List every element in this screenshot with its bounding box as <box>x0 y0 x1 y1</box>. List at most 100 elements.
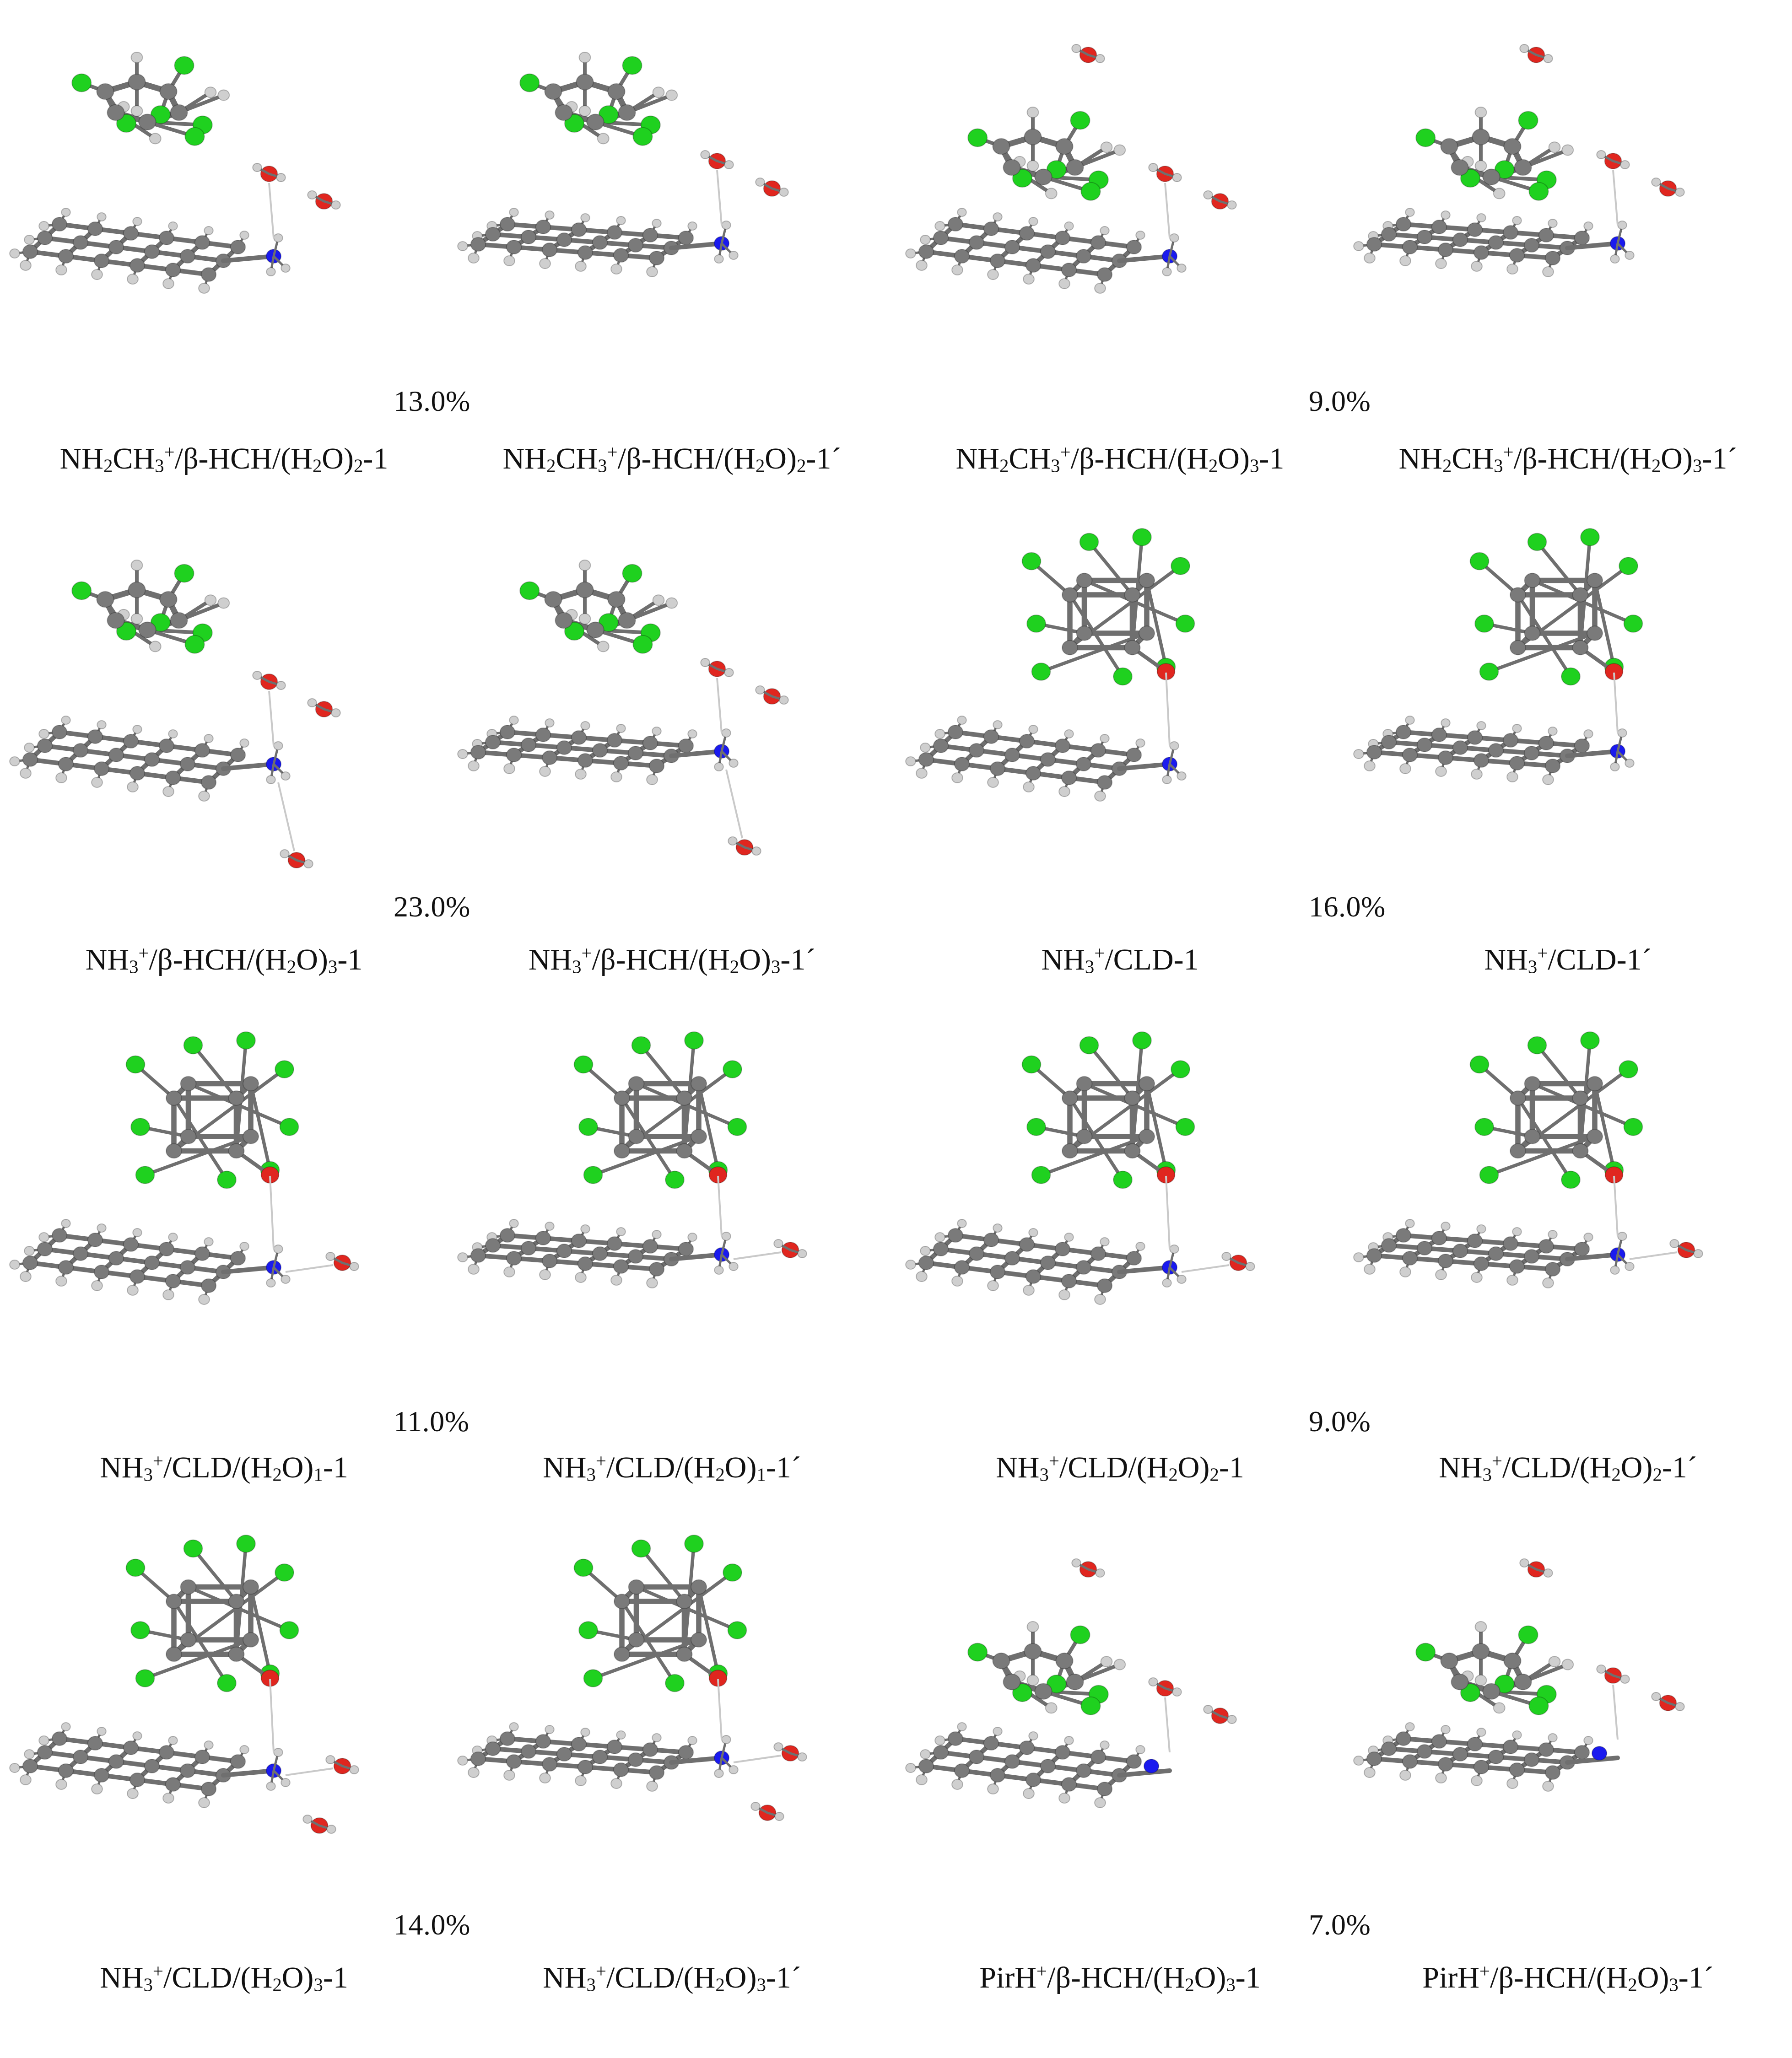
carbon-atom <box>180 1129 197 1144</box>
caption-part-charge: + <box>1060 442 1071 463</box>
hydrogen-atom <box>714 1266 724 1275</box>
hydrogen-atom <box>1095 1568 1105 1578</box>
caption-part-pre: NH <box>85 943 129 976</box>
hydrogen-atom <box>1583 1233 1593 1242</box>
carbon-atom <box>1473 1760 1490 1774</box>
caption-part-d: 3 <box>328 956 338 977</box>
hydrogen-atom <box>755 178 765 187</box>
hydrogen-atom <box>951 772 963 783</box>
bond <box>697 1082 720 1172</box>
carbon-atom <box>1019 734 1035 749</box>
chlorine-atom <box>665 1170 685 1189</box>
hydrogen-atom <box>652 594 665 606</box>
chlorine-atom <box>184 127 205 146</box>
chlorine-atom <box>1479 663 1499 681</box>
carbon-atom <box>586 621 605 638</box>
caption-part-charge: + <box>1479 1961 1490 1982</box>
carbon-atom <box>535 727 551 742</box>
caption-part-charge: + <box>138 943 149 964</box>
caption-part-charge: + <box>152 1961 163 1982</box>
chlorine-atom <box>279 1621 299 1639</box>
structure-panel <box>1344 1020 1792 1373</box>
carbon-atom <box>520 1744 537 1759</box>
hydrogen-atom <box>610 1275 622 1286</box>
population-percentage: 7.0% <box>1309 1908 1371 1941</box>
carbon-atom <box>1509 248 1525 263</box>
chlorine-atom <box>564 622 585 641</box>
carbon-atom <box>676 1143 693 1159</box>
hydrogen-atom <box>1474 107 1487 119</box>
bond <box>1530 578 1635 625</box>
hydrogen-atom <box>1058 278 1070 289</box>
carbon-atom <box>58 1763 74 1778</box>
hydrogen-atom <box>276 173 286 182</box>
hydrogen-atom <box>1026 160 1039 172</box>
carbon-atom <box>51 725 68 739</box>
carbon-atom <box>1025 766 1042 781</box>
bond <box>1487 631 1597 673</box>
carbon-atom <box>58 1260 74 1275</box>
caption-part-c: 2 <box>1185 1974 1194 1995</box>
hydrogen-atom <box>1135 738 1145 748</box>
hydrogen-atom <box>1071 44 1081 53</box>
carbon-atom <box>93 1265 110 1279</box>
carbon-atom <box>918 752 934 767</box>
hydrogen-atom <box>920 1749 931 1759</box>
hydrogen-atom <box>1045 1702 1058 1714</box>
nitrogen-atom <box>1143 1759 1160 1773</box>
hydrogen-atom <box>1548 219 1558 228</box>
hydrogen-atom <box>1610 254 1620 264</box>
carbon-atom <box>1544 251 1561 265</box>
bond <box>1087 540 1134 597</box>
hydrogen-atom <box>1405 1219 1415 1228</box>
bond <box>186 1585 291 1632</box>
carbon-atom <box>1509 1090 1527 1106</box>
hydrogen-atom <box>616 1730 626 1740</box>
hydrogen-atom <box>916 1774 928 1785</box>
hydrogen-atom <box>97 212 107 221</box>
carbon-atom <box>1019 226 1035 241</box>
chlorine-atom <box>632 635 653 654</box>
carbon-atom <box>485 735 501 749</box>
hydrogen-atom <box>1441 210 1451 220</box>
carbon-atom <box>613 1762 629 1777</box>
hydrogen-atom <box>714 762 724 771</box>
chlorine-atom <box>1469 552 1490 571</box>
carbon-atom <box>51 217 68 232</box>
carbon-atom <box>72 1246 89 1261</box>
chlorine-atom <box>1580 1031 1600 1050</box>
caption-part-end: O) <box>1620 1451 1653 1484</box>
carbon-atom <box>37 231 53 245</box>
structure-caption: NH3+/CLD-1´ <box>1344 943 1792 977</box>
hydrogen-atom <box>652 1230 662 1239</box>
carbon-atom <box>51 1228 68 1243</box>
carbon-atom <box>158 738 175 753</box>
caption-part-tail: -1´ <box>806 442 842 475</box>
hydrogen-atom <box>91 269 103 280</box>
hydrogen-atom <box>266 1782 276 1791</box>
chlorine-atom <box>275 1060 294 1078</box>
hydrogen-atom <box>578 613 591 625</box>
carbon-atom <box>1509 1143 1527 1159</box>
chlorine-atom <box>279 1118 299 1136</box>
hydrogen-atom <box>97 1223 107 1233</box>
carbon-atom <box>544 591 562 608</box>
hydrogen-atom <box>457 1252 468 1262</box>
chlorine-atom <box>184 635 205 654</box>
carbon-atom <box>1054 738 1071 753</box>
hydrogen-atom <box>1028 1228 1038 1237</box>
caption-part-post: /β-HCH/(H <box>617 442 756 475</box>
carbon-atom <box>1126 240 1142 254</box>
carbon-atom <box>144 244 160 259</box>
carbon-atom <box>954 249 970 264</box>
caption-part-charge: + <box>595 1961 606 1982</box>
hydrogen-atom <box>1625 759 1635 768</box>
molecule-drawing <box>9 560 341 868</box>
carbon-atom <box>22 1759 38 1773</box>
carbon-atom <box>1472 129 1490 145</box>
hydrogen-atom <box>1476 1224 1486 1234</box>
bond <box>1117 762 1172 771</box>
chlorine-atom <box>125 1558 146 1577</box>
chlorine-atom <box>967 1643 988 1662</box>
hydrogen-atom <box>905 248 916 259</box>
